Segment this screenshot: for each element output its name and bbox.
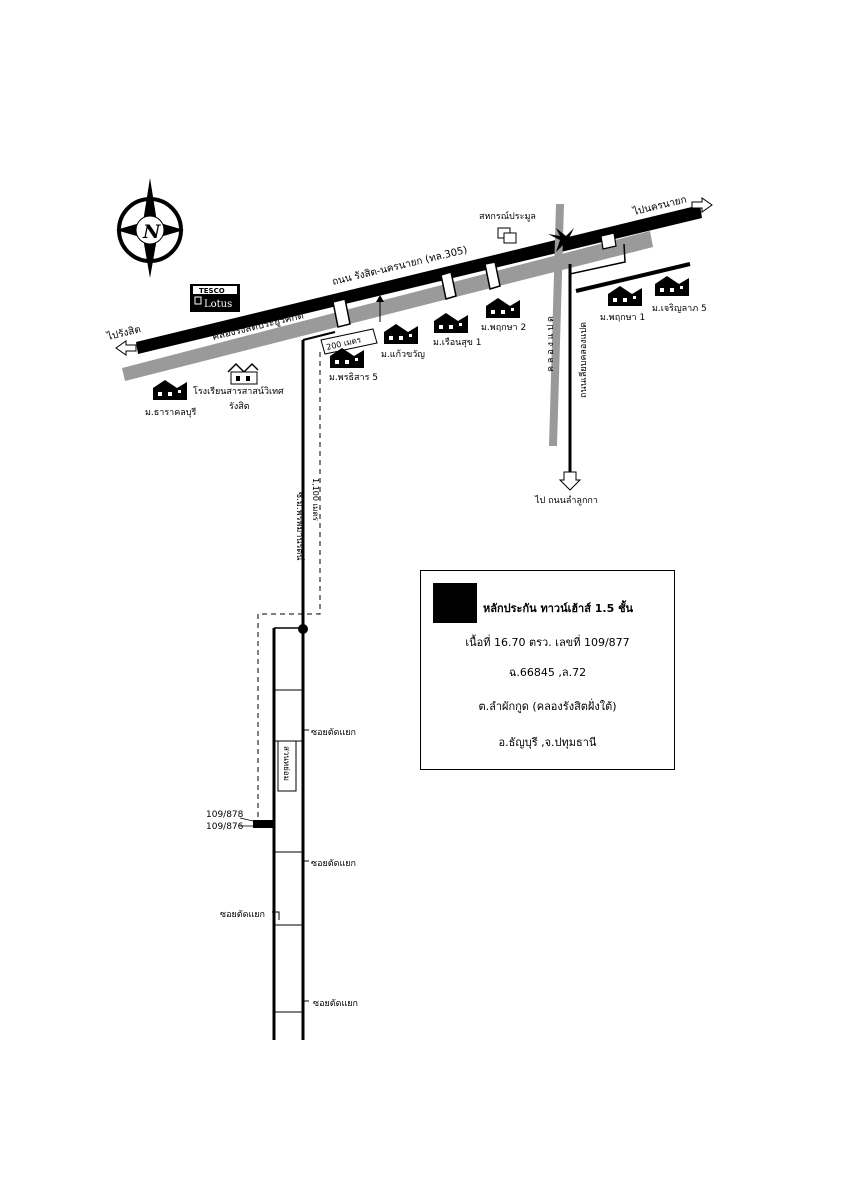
house-icon [434, 313, 468, 333]
to-lam-luk-ka-label: ไป ถนนลำลูกกา [534, 495, 598, 506]
north-label: N [142, 221, 161, 243]
info-tambon: ต.ลำผักกูด (คลองรังสิตฝั่งใต้) [478, 700, 617, 713]
house-icon [330, 348, 364, 368]
lotus-text: Lotus [204, 299, 232, 310]
canal-rangsit [122, 231, 653, 381]
soi-label: ซอยตัดแยก [220, 910, 265, 920]
canal-road [558, 232, 626, 491]
canal-8-label: ค ล อ ง แ ป ด [546, 316, 556, 372]
tesco-lotus-logo: TESCO Lotus [190, 284, 240, 312]
village-label: ม.พฤกษา 1 [600, 313, 645, 323]
school-icon [227, 362, 259, 385]
canal-8 [549, 204, 564, 446]
house-icon [153, 380, 187, 400]
village-label: ม.เรือนสุข 1 [433, 337, 482, 348]
intersection-icon [548, 228, 576, 252]
soi-label: ซอยตัดแยก [311, 728, 356, 738]
cooperative-label: สหกรณ์ประมูล [479, 210, 536, 222]
to-nakhon-nayok-arrow-icon [691, 197, 713, 213]
school-label-1: โรงเรียนสารสาสน์วิเทศ [193, 385, 284, 397]
junction-dot [298, 624, 308, 634]
village-label: ม.แก้วขวัญ [381, 349, 425, 360]
soi-label: ซอยตัดแยก [311, 859, 356, 869]
village-label: ม.พฤกษา 2 [481, 323, 526, 333]
plot-number: 109/876 [206, 822, 244, 832]
soi-label: ซอยตัดแยก [313, 999, 358, 1009]
soi-connector [302, 331, 336, 341]
cooperative-icon [497, 227, 517, 244]
dist-200-marker [320, 295, 384, 355]
property-info-box: หลักประกัน ทาวน์เฮ้าส์ 1.5 ชั้น เนื้อที่… [420, 570, 675, 770]
house-icon [486, 298, 520, 318]
compass-icon: N [116, 178, 184, 278]
property-legend-swatch [433, 583, 477, 623]
house-icon [608, 286, 642, 306]
property-marker [253, 820, 273, 828]
info-deed: ฉ.66845 ,ล.72 [508, 666, 587, 679]
soi-arrow-icon [272, 729, 309, 1007]
dist-1100-label: 1,100 เมตร [311, 478, 320, 522]
bridges [332, 261, 501, 328]
info-amphoe: อ.ธัญบุรี ,จ.ปทุมธานี [498, 736, 597, 749]
tesco-text: TESCO [199, 287, 225, 295]
canal-road-label: ถนนเลียบคลองแปด [578, 322, 589, 398]
park-label: สวนหย่อม [282, 746, 291, 781]
info-title: หลักประกัน ทาวน์เฮ้าส์ 1.5 ชั้น [483, 602, 634, 615]
house-icon [384, 324, 418, 344]
village-label: ม.ธาราคลบุรี [145, 407, 196, 418]
to-rangsit-label: ไปรังสิต [105, 323, 142, 343]
info-area: เนื้อที่ 16.70 ตรว. เลขที่ 109/877 [465, 636, 630, 649]
plot-number: 109/878 [206, 810, 244, 820]
house-icon [655, 276, 689, 296]
route-dashed [257, 352, 321, 822]
soi-road-label: ซ.ม.พรพิมานรัตน์ [294, 492, 306, 561]
village-label: ม.เจริญลาภ 5 [652, 303, 707, 314]
to-rangsit-arrow-icon [115, 340, 137, 356]
park-box [277, 740, 297, 792]
project-lane [253, 624, 308, 1040]
school-label-2: รังสิต [229, 401, 250, 412]
village-label: ม.พรธิสาร 5 [329, 372, 378, 383]
east-road [575, 262, 691, 293]
